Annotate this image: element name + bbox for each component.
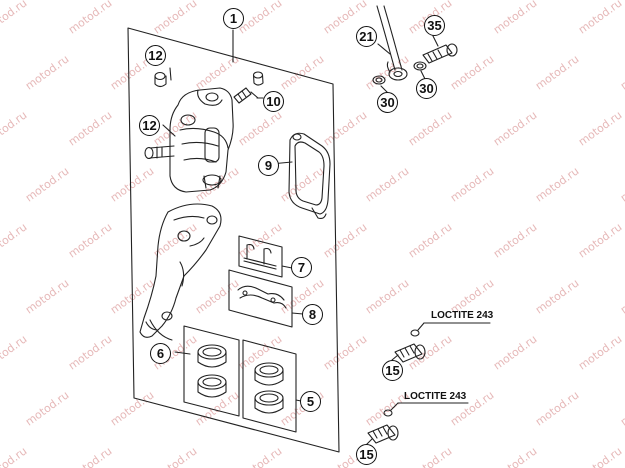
part-callout-30-left[interactable]: 30 (377, 92, 398, 113)
part-callout-5[interactable]: 5 (300, 391, 321, 412)
part-callout-12-pin[interactable]: 12 (145, 45, 166, 66)
part-callout-9[interactable]: 9 (258, 155, 279, 176)
caliper-bolt-lower (367, 402, 399, 444)
washer-right (413, 61, 427, 71)
caliper-body (144, 87, 234, 193)
part-callout-15-upper[interactable]: 15 (382, 360, 403, 381)
part-callout-12-bolt[interactable]: 12 (139, 115, 160, 136)
brake-pad (288, 132, 331, 220)
spring-kit-box (228, 269, 293, 328)
seal-kit-box-left (183, 325, 240, 417)
part-callout-6[interactable]: 6 (150, 343, 171, 364)
part-callout-8[interactable]: 8 (302, 304, 323, 325)
kit-panel (127, 27, 340, 453)
loctite-label-lower: LOCTITE 243 (404, 391, 467, 402)
part-callout-35[interactable]: 35 (424, 15, 445, 36)
loctite-label-upper: LOCTITE 243 (431, 310, 494, 321)
part-callout-21[interactable]: 21 (356, 26, 377, 47)
pin-upper (154, 71, 167, 88)
caliper-bolt-upper (394, 322, 426, 363)
seal-kit-box-right (242, 339, 297, 433)
part-callout-7[interactable]: 7 (291, 257, 312, 278)
brake-line (376, 5, 408, 81)
part-callout-10[interactable]: 10 (263, 91, 284, 112)
banjo-bolt (422, 43, 458, 64)
pin-kit-box (238, 235, 283, 278)
bleeder-bushing (252, 71, 264, 86)
washer-left (372, 75, 386, 85)
part-callout-1[interactable]: 1 (223, 8, 244, 29)
bleeder-screw (233, 87, 259, 104)
caliper-bracket (139, 203, 222, 341)
part-callout-15-lower[interactable]: 15 (356, 444, 377, 465)
part-callout-30-right[interactable]: 30 (416, 78, 437, 99)
